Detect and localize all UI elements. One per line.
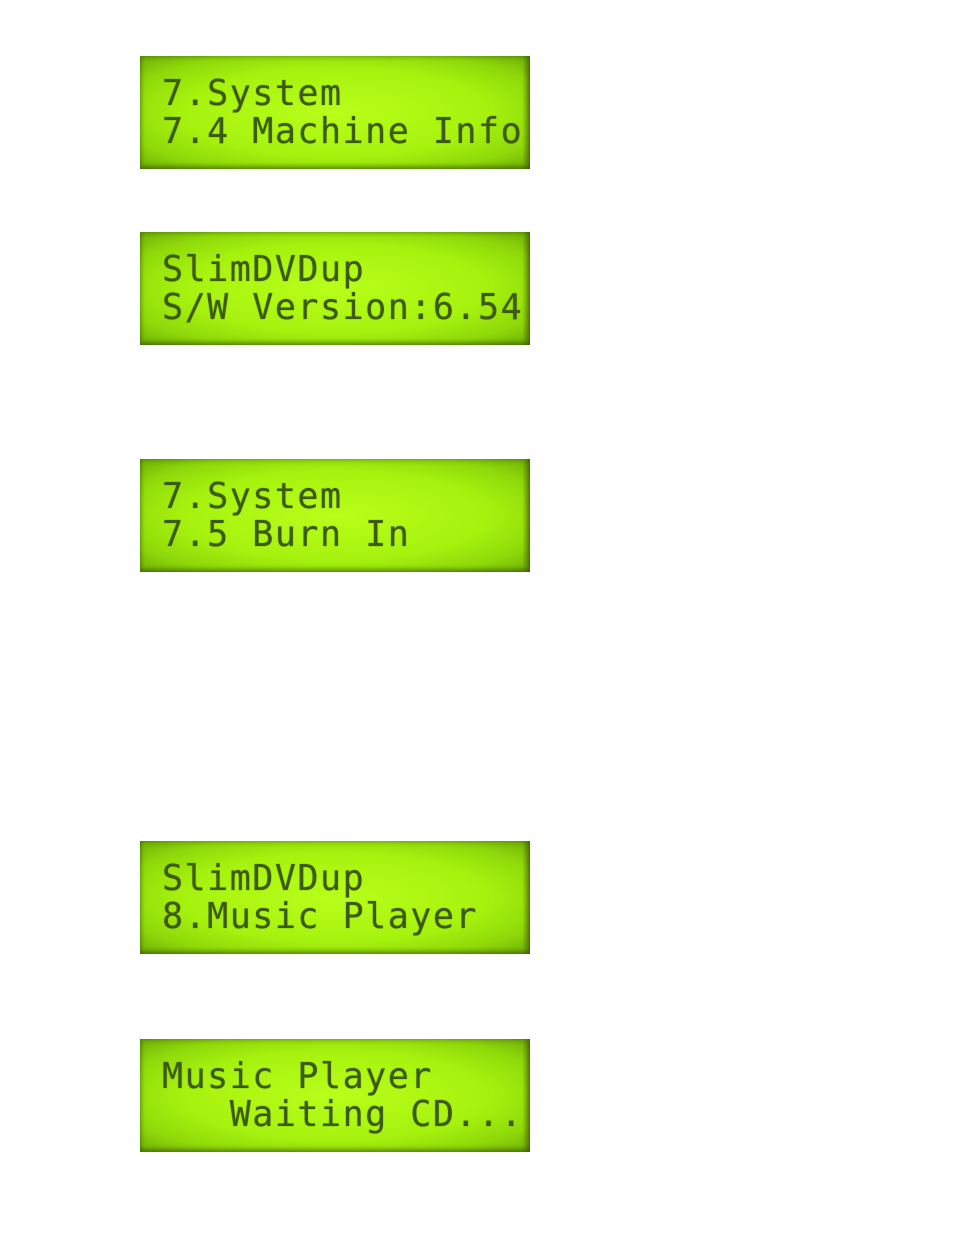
lcd-screen-music-player-menu: SlimDVDup 8.Music Player	[140, 841, 530, 954]
lcd-line-2: S/W Version:6.54	[162, 289, 523, 328]
lcd-screen-burn-in: 7.System 7.5 Burn In	[140, 459, 530, 572]
lcd-line-2: 7.5 Burn In	[162, 516, 410, 555]
lcd-line-1: Music Player	[162, 1058, 433, 1097]
lcd-line-2: Waiting CD...	[162, 1096, 523, 1135]
lcd-line-2: 8.Music Player	[162, 898, 478, 937]
lcd-line-1: 7.System	[162, 75, 343, 114]
lcd-line-1: 7.System	[162, 478, 343, 517]
lcd-screen-machine-info: 7.System 7.4 Machine Info	[140, 56, 530, 169]
lcd-line-1: SlimDVDup	[162, 251, 365, 290]
lcd-screen-waiting-cd: Music Player Waiting CD...	[140, 1039, 530, 1152]
lcd-screen-software-version: SlimDVDup S/W Version:6.54	[140, 232, 530, 345]
lcd-line-2: 7.4 Machine Info	[162, 113, 523, 152]
lcd-line-1: SlimDVDup	[162, 860, 365, 899]
